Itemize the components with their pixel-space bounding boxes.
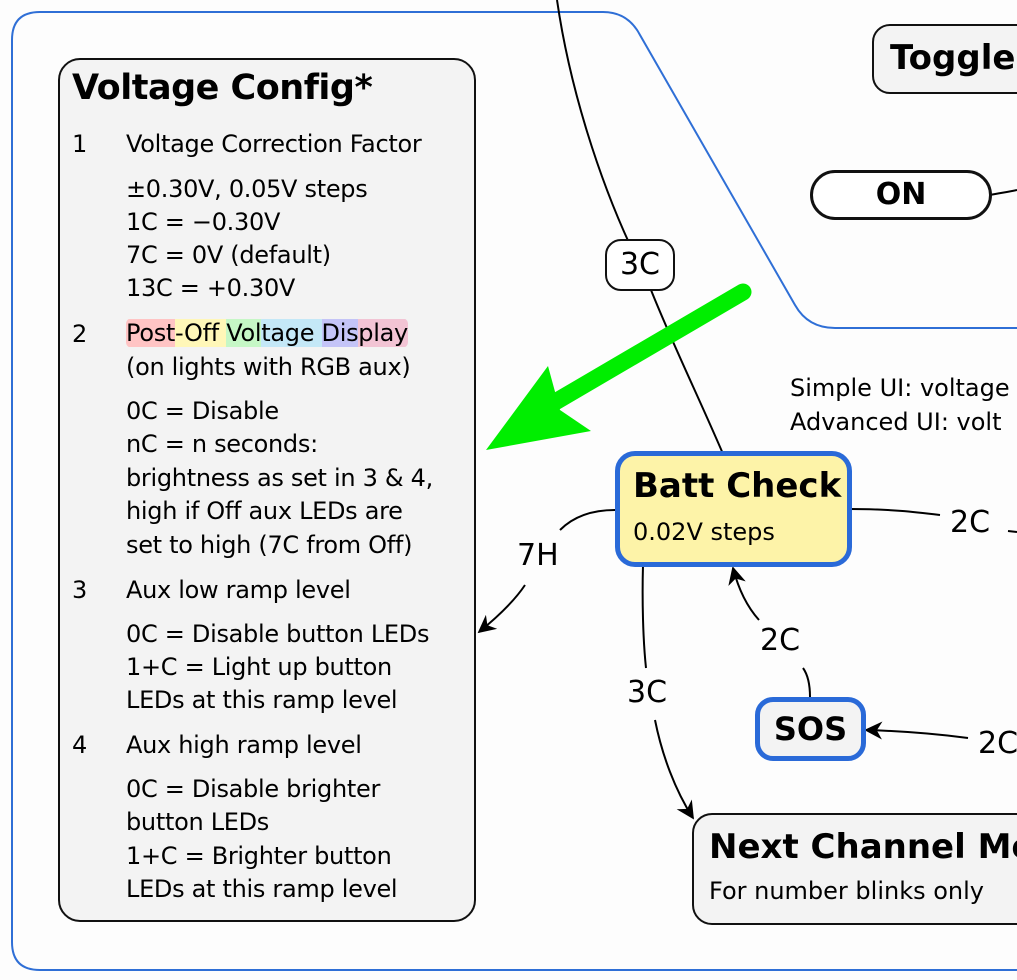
edge-batt-right	[849, 508, 941, 516]
sos-title: SOS	[773, 710, 848, 748]
on-node[interactable]: ON	[810, 170, 992, 220]
item-detail: 0C = Disable brighter	[126, 775, 381, 803]
edge-on-right	[989, 189, 1017, 196]
voltage-config-panel	[58, 58, 476, 922]
batt-check-subtitle: 0.02V steps	[633, 518, 775, 546]
next-channel-title: Next Channel Mo	[709, 827, 1017, 867]
label-segment: Dis	[321, 319, 359, 347]
item-detail: button LEDs	[126, 808, 270, 836]
item-detail: brightness as set in 3 & 4,	[126, 464, 433, 492]
batt-check-node[interactable]: Batt Check 0.02V steps	[615, 451, 852, 567]
item-number-2: 2	[72, 320, 88, 348]
group-boundary	[11, 11, 1017, 971]
item-number-1: 1	[72, 130, 88, 158]
rainbow-label: Post-Off Voltage Display	[126, 318, 408, 348]
edge-7h-top	[559, 509, 616, 531]
item-detail: 1+C = Light up button	[126, 653, 392, 681]
item-detail: high if Off aux LEDs are	[126, 497, 403, 525]
annotation-advanced-ui: Advanced UI: volt	[790, 408, 1002, 436]
item-number-3: 3	[72, 576, 88, 604]
item-detail: 13C = +0.30V	[126, 274, 296, 302]
batt-check-title: Batt Check	[633, 466, 842, 506]
highlight-arrow-head	[486, 366, 591, 450]
edge-label-3c-box: 3C	[605, 239, 675, 291]
item-label-1: Voltage Correction Factor	[126, 130, 422, 158]
label-segment: play	[358, 319, 408, 347]
item-detail: LEDs at this ramp level	[126, 875, 398, 903]
label-segment: -Off	[175, 319, 227, 347]
item-label-4: Aux high ramp level	[126, 731, 362, 759]
highlight-arrow-shaft	[541, 283, 752, 414]
item-detail: ±0.30V, 0.05V steps	[126, 175, 368, 203]
item-detail: 0C = Disable button LEDs	[126, 620, 430, 648]
item-detail: LEDs at this ramp level	[126, 686, 398, 714]
edge-label-2c-right: 2C	[950, 505, 991, 540]
edge-batt-next-bottom	[654, 719, 694, 820]
on-node-title: ON	[875, 177, 927, 212]
label-segment: Post	[126, 319, 176, 347]
edge-to-batt-check	[556, 0, 631, 246]
item-sublabel-2: (on lights with RGB aux)	[126, 353, 411, 381]
next-channel-subtitle: For number blinks only	[709, 877, 985, 905]
next-channel-node[interactable]: Next Channel Mo For number blinks only	[692, 813, 1017, 925]
edge-batt-next-top	[641, 564, 647, 669]
edge-label-7h: 7H	[517, 538, 559, 573]
toggle-node[interactable]: Toggle	[872, 24, 1017, 94]
edge-right-sos	[864, 721, 969, 740]
edge-label-2c-to-sos: 2C	[978, 726, 1017, 761]
item-label-3: Aux low ramp level	[126, 576, 351, 604]
label-segment: Vol	[226, 319, 262, 347]
edge-sos-batt-top	[728, 566, 760, 621]
edge-batt-right-2	[1007, 530, 1017, 533]
toggle-node-title: Toggle	[890, 38, 1016, 78]
edge-label-2c-sos: 2C	[760, 623, 801, 658]
edge-label-3c-next: 3C	[627, 675, 668, 710]
item-detail: set to high (7C from Off)	[126, 531, 413, 559]
panel-title: Voltage Config*	[72, 68, 373, 108]
item-detail: 1C = −0.30V	[126, 208, 281, 236]
item-number-4: 4	[72, 731, 88, 759]
label-segment: tage	[261, 319, 322, 347]
edge-sos-batt-bottom	[802, 667, 811, 698]
item-detail: 1+C = Brighter button	[126, 842, 392, 870]
annotation-simple-ui: Simple UI: voltage	[790, 374, 1010, 402]
sos-node[interactable]: SOS	[755, 697, 866, 761]
item-detail: 7C = 0V (default)	[126, 241, 331, 269]
item-label-2: Post-Off Voltage Display	[126, 318, 408, 357]
item-detail: 0C = Disable	[126, 397, 279, 425]
edge-7h-bottom	[477, 584, 526, 634]
item-detail: nC = n seconds:	[126, 430, 318, 458]
edge-label-3c: 3C	[619, 247, 661, 282]
